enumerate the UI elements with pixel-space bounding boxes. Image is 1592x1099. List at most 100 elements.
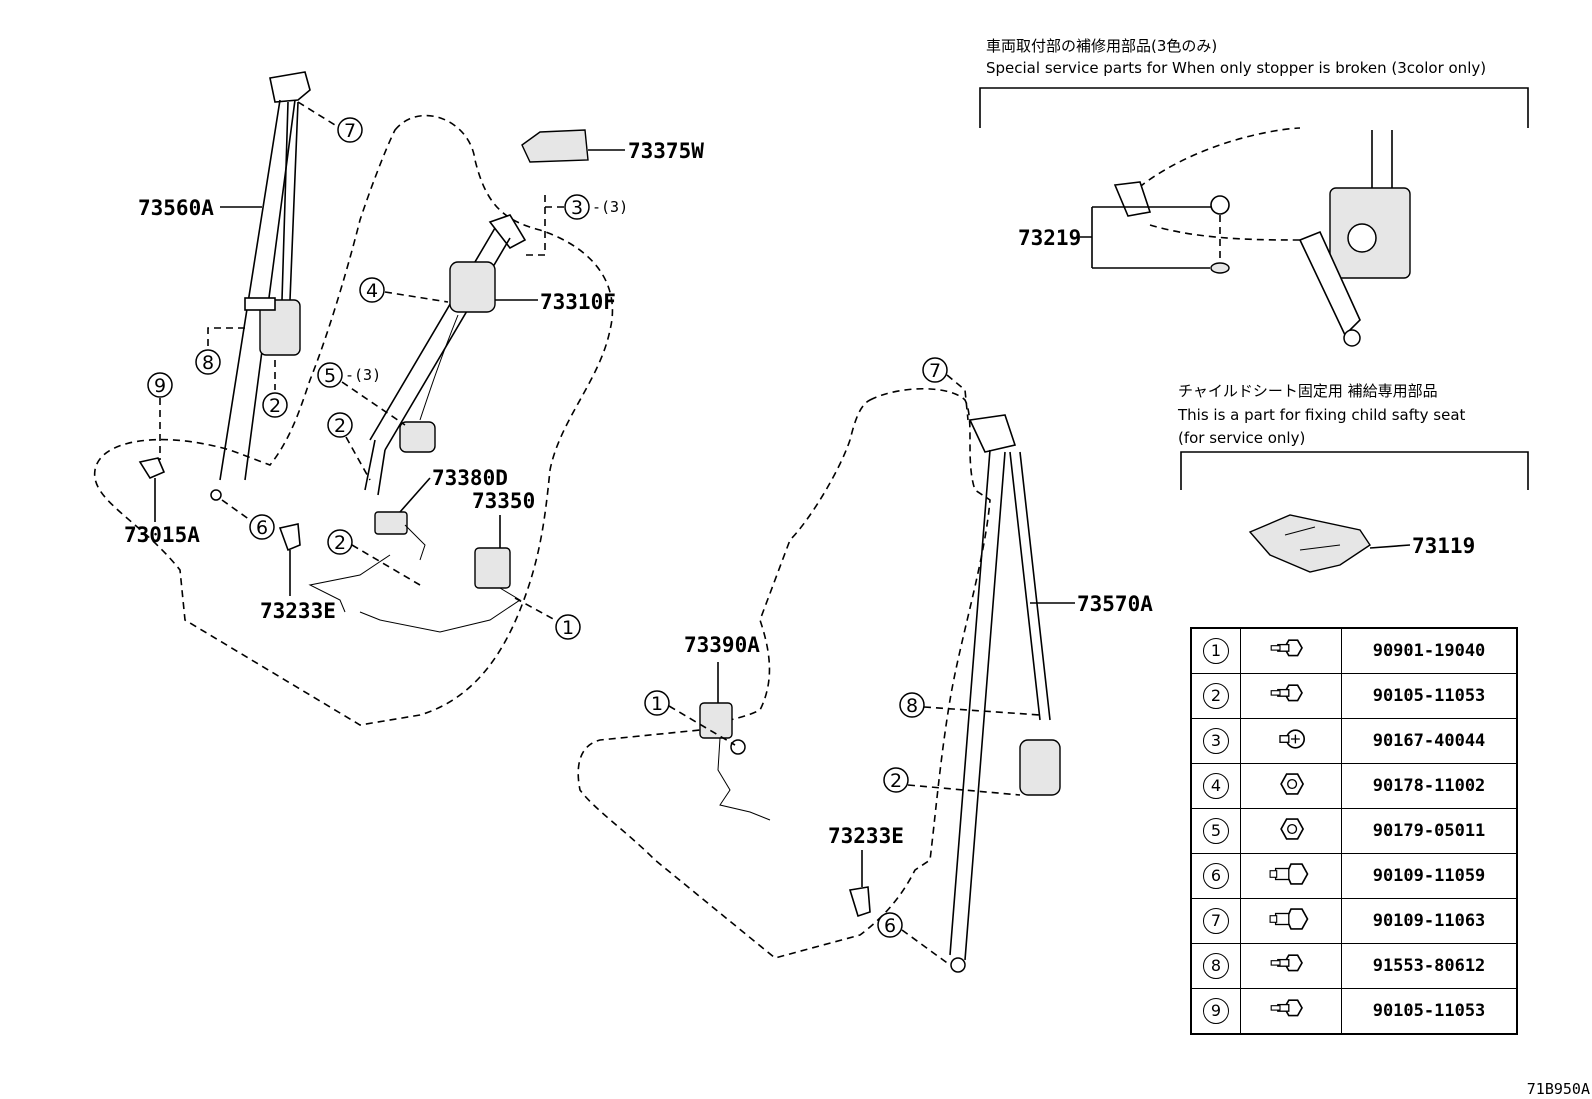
callout-6-left <box>249 514 275 540</box>
callout-4 <box>359 277 385 303</box>
part-label-73119: 73119 <box>1412 534 1475 558</box>
callout-7-right <box>922 357 948 383</box>
fastener-ref-cell: 1 <box>1190 627 1241 674</box>
fastener-row: 8 91553-80612 <box>1190 943 1518 989</box>
flange-bolt-icon <box>1270 684 1303 702</box>
fastener-ref-cell: 2 <box>1190 673 1241 719</box>
callout-3-top-num: 3 <box>571 197 583 219</box>
belt-73560A <box>210 71 311 501</box>
callout-1-right <box>644 690 670 716</box>
belt-73570A <box>949 414 1061 973</box>
callout-2-c <box>327 529 353 555</box>
callout-9-num: 9 <box>154 375 166 397</box>
fastener-icon-cell <box>1240 763 1342 809</box>
fastener-icon-cell <box>1240 988 1342 1035</box>
fastener-part-number: 90178-11002 <box>1341 763 1518 809</box>
callout-6-left-num: 6 <box>256 517 268 539</box>
fastener-part-number: 90167-40044 <box>1341 718 1518 764</box>
part-label-73390A: 73390A <box>684 633 760 657</box>
fastener-row: 3 90167-40044 <box>1190 718 1518 764</box>
cover-73375W <box>521 129 589 163</box>
buckle-73380D <box>308 511 426 613</box>
fastener-part-number: 91553-80612 <box>1341 943 1518 989</box>
fastener-ref-number: 8 <box>1203 953 1229 979</box>
nut-icon <box>1280 818 1305 840</box>
callout-8-left-num: 8 <box>202 352 214 374</box>
fastener-ref-number: 6 <box>1203 863 1229 889</box>
part-label-73015A: 73015A <box>124 523 200 547</box>
fastener-ref-number: 3 <box>1203 728 1229 754</box>
fastener-ref-number: 1 <box>1203 638 1229 664</box>
part-label-73560A: 73560A <box>138 196 214 220</box>
part-label-73570A: 73570A <box>1077 592 1153 616</box>
callout-8-right <box>899 692 925 718</box>
fastener-icon-cell <box>1240 853 1342 899</box>
stopper-bracket <box>979 87 1529 128</box>
fastener-ref-number: 4 <box>1203 773 1229 799</box>
callout-2-b-num: 2 <box>334 415 346 437</box>
callout-6-right <box>877 912 903 938</box>
callout-5-qty: -(3) <box>345 366 381 384</box>
nut-icon <box>1280 773 1305 795</box>
buckle-73390A <box>699 702 771 821</box>
fastener-ref-number: 2 <box>1203 683 1229 709</box>
callout-1-left <box>555 614 581 640</box>
callout-2-c-num: 2 <box>334 532 346 554</box>
screw-icon <box>1279 729 1306 749</box>
flange-bolt-icon <box>1270 954 1303 972</box>
callout-2-right <box>883 767 909 793</box>
child-seat-note-en-1: This is a part for fixing child safty se… <box>1177 406 1466 424</box>
clip-73233E-right <box>848 886 871 918</box>
callout-1-left-num: 1 <box>562 617 574 639</box>
callout-2-b <box>327 412 353 438</box>
callout-7-left <box>337 117 363 143</box>
callout-5-num: 5 <box>324 365 336 387</box>
callout-8-right-num: 8 <box>906 695 918 717</box>
part-label-73350: 73350 <box>472 489 535 513</box>
fastener-ref-number: 9 <box>1203 998 1229 1024</box>
fastener-icon-cell <box>1240 673 1342 719</box>
clip-73233E-left <box>278 523 301 552</box>
child-seat-note-en-2: (for service only) <box>1178 429 1305 447</box>
fastener-ref-cell: 8 <box>1190 943 1241 989</box>
right-seat-outline <box>577 388 991 959</box>
callout-3-top <box>564 194 590 220</box>
callout-7-left-num: 7 <box>344 120 356 142</box>
fastener-part-number: 90179-05011 <box>1341 808 1518 854</box>
callout-9 <box>147 372 173 398</box>
fastener-part-number: 90105-11053 <box>1341 988 1518 1035</box>
child-seat-bracket <box>1180 451 1529 490</box>
fastener-ref-cell: 7 <box>1190 898 1241 944</box>
fastener-icon-cell <box>1240 718 1342 764</box>
fastener-icon-cell <box>1240 898 1342 944</box>
callout-2-right-num: 2 <box>890 770 902 792</box>
diagram-id: 71B950A <box>1527 1080 1590 1098</box>
part-label-73219: 73219 <box>1018 226 1081 250</box>
fastener-row: 2 90105-11053 <box>1190 673 1518 719</box>
fastener-ref-number: 7 <box>1203 908 1229 934</box>
fastener-ref-number: 5 <box>1203 818 1229 844</box>
fastener-row: 4 90178-11002 <box>1190 763 1518 809</box>
part-label-73380D: 73380D <box>432 466 508 490</box>
callout-1-right-num: 1 <box>651 693 663 715</box>
fastener-part-number: 90105-11053 <box>1341 673 1518 719</box>
callout-8-left <box>195 349 221 375</box>
fastener-ref-cell: 3 <box>1190 718 1241 764</box>
stopper-illustration <box>1113 127 1411 347</box>
part-label-73233E-right: 73233E <box>828 824 904 848</box>
flange-bolt-icon <box>1270 639 1303 657</box>
child-seat-note-jp: チャイルドシート固定用 補給専用部品 <box>1178 382 1438 400</box>
fastener-icon-cell <box>1240 808 1342 854</box>
shoulder-bolt-icon <box>1269 908 1309 930</box>
left-seat-outline <box>93 114 614 726</box>
fastener-ref-cell: 4 <box>1190 763 1241 809</box>
fastener-row: 9 90105-11053 <box>1190 988 1518 1035</box>
fastener-icon-cell <box>1240 943 1342 989</box>
stopper-note-en: Special service parts for When only stop… <box>986 59 1486 77</box>
callout-2-a-num: 2 <box>269 395 281 417</box>
